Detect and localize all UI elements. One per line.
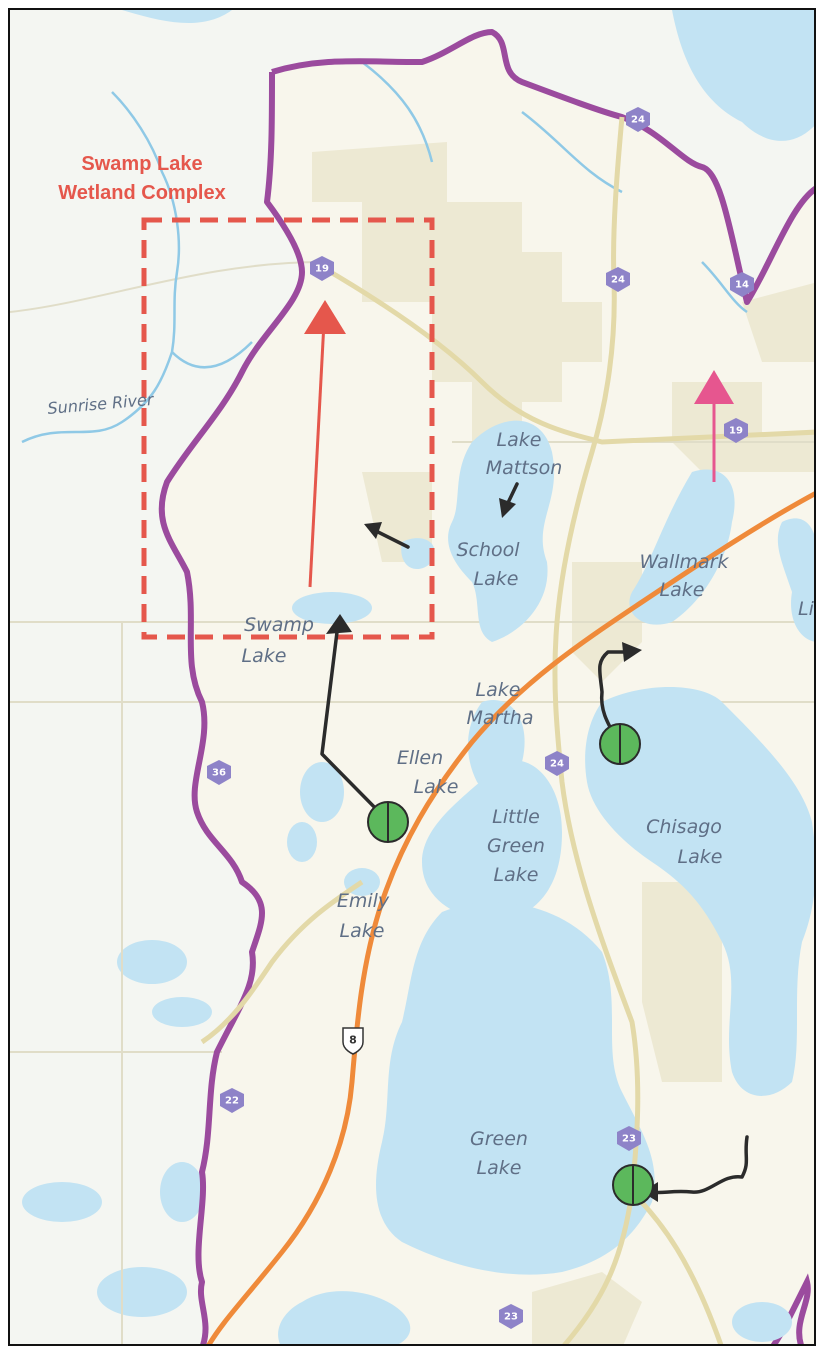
- little-green-lake-shape: [422, 760, 562, 922]
- swamp-lake-shape: [292, 592, 372, 624]
- svg-text:36: 36: [212, 768, 226, 779]
- swamp-lake-label-1: Swamp: [244, 614, 314, 636]
- shield-14: 14: [730, 272, 754, 297]
- shield-us-8: 8: [342, 1027, 364, 1055]
- emily-lake-label-2: Lake: [340, 920, 385, 942]
- green-lake-shape: [376, 902, 655, 1275]
- svg-text:23: 23: [622, 1134, 636, 1145]
- structure-green[interactable]: [612, 1164, 654, 1206]
- svg-text:24: 24: [550, 759, 564, 770]
- rivers: [21, 61, 748, 444]
- lake-martha-label-2: Martha: [467, 707, 534, 729]
- svg-text:24: 24: [611, 275, 625, 286]
- west-lake-2: [117, 940, 187, 984]
- complex-title-line2: Wetland Complex: [58, 182, 225, 204]
- map-canvas: Swamp Lake Wetland Complex: [10, 10, 816, 1344]
- shield-23-north: 23: [617, 1126, 641, 1151]
- map-frame: Swamp Lake Wetland Complex: [8, 8, 816, 1346]
- flow-arrow-ellen-to-swamp: [320, 622, 389, 822]
- chisago-lake-label-1: Chisago: [646, 816, 722, 838]
- wallmark-lake-shape: [629, 469, 735, 625]
- south-lake-shape: [278, 1291, 411, 1344]
- ellen-lake-label-1: Ellen: [397, 747, 443, 769]
- school-lake-shape: [448, 420, 555, 642]
- shield-24-mid: 24: [606, 267, 630, 292]
- swamp-lake-label-2: Lake: [242, 645, 287, 667]
- wallmark-lake-label-1: Wallmark: [640, 551, 730, 573]
- emily-lake-label-1: Emily: [337, 890, 390, 912]
- little-green-label-1: Little: [492, 806, 540, 828]
- southwest-lake: [97, 1267, 187, 1317]
- shield-24-south: 24: [545, 751, 569, 776]
- svg-text:19: 19: [315, 264, 329, 275]
- west-lake-1: [22, 1182, 102, 1222]
- shield-19-north: 19: [310, 256, 334, 281]
- shield-23-south: 23: [499, 1304, 523, 1329]
- wallmark-lake-label-2: Lake: [660, 579, 705, 601]
- east-lake-shape: [777, 518, 814, 642]
- structure-ellen[interactable]: [367, 801, 409, 843]
- shield-19-east: 19: [724, 418, 748, 443]
- cutoff-lake-label-2: Lin: [798, 598, 816, 620]
- lake-mattson-label-2: Mattson: [486, 457, 563, 479]
- green-lake-label-1: Green: [470, 1128, 528, 1150]
- southeast-lake-shape: [732, 1302, 792, 1342]
- shield-24-top: 24: [626, 107, 650, 132]
- watershed-boundary-north: [271, 29, 814, 305]
- outlet-triangle-pink: [694, 370, 734, 404]
- structure-wallmark[interactable]: [599, 723, 641, 765]
- us-highway-8: [206, 491, 814, 1344]
- chisago-lake-label-2: Lake: [678, 846, 723, 868]
- svg-text:14: 14: [735, 280, 749, 291]
- svg-text:19: 19: [729, 426, 743, 437]
- outlet-triangle-red: [304, 300, 346, 334]
- svg-text:23: 23: [504, 1312, 518, 1323]
- north-lake: [122, 10, 232, 24]
- watershed-boundary-west: [158, 71, 305, 1344]
- complex-title-line1: Swamp Lake: [81, 153, 202, 175]
- school-lake-label-1: School: [456, 539, 520, 561]
- svg-text:24: 24: [631, 115, 645, 126]
- route-shields: 19 19 24 24 24 14 36 22 23 23 8: [207, 107, 754, 1329]
- flow-arrow-to-complex: [372, 528, 410, 549]
- lake-mattson-outflow: [401, 538, 435, 570]
- little-green-label-3: Lake: [494, 864, 539, 886]
- lake-martha-label-1: Lake: [476, 679, 521, 701]
- emily-lake-west: [287, 822, 317, 862]
- outlet-line-red: [308, 321, 326, 588]
- flow-arrow-green: [650, 1135, 749, 1195]
- little-green-label-2: Green: [487, 835, 545, 857]
- school-lake-label-2: Lake: [474, 568, 519, 590]
- flow-arrow-wallmark: [598, 650, 626, 742]
- chisago-lake-shape: [585, 687, 814, 1096]
- west-lake-3: [152, 997, 212, 1027]
- shield-36: 36: [207, 760, 231, 785]
- lakes: [278, 420, 814, 1344]
- watershed-boundary-south: [770, 1273, 811, 1344]
- ellen-lake-label-2: Lake: [414, 776, 459, 798]
- green-lake-label-2: Lake: [477, 1157, 522, 1179]
- emily-lake-north: [300, 762, 344, 822]
- west-lake-4: [160, 1162, 204, 1222]
- svg-text:8: 8: [349, 1034, 357, 1047]
- wetland-complex-outline: [141, 217, 435, 640]
- cutoff-lake-label-1: S: [814, 569, 816, 591]
- shield-22: 22: [220, 1088, 244, 1113]
- northeast-lake: [672, 10, 814, 141]
- svg-text:22: 22: [225, 1096, 239, 1107]
- control-structures: [367, 723, 654, 1206]
- lake-mattson-label-1: Lake: [497, 429, 542, 451]
